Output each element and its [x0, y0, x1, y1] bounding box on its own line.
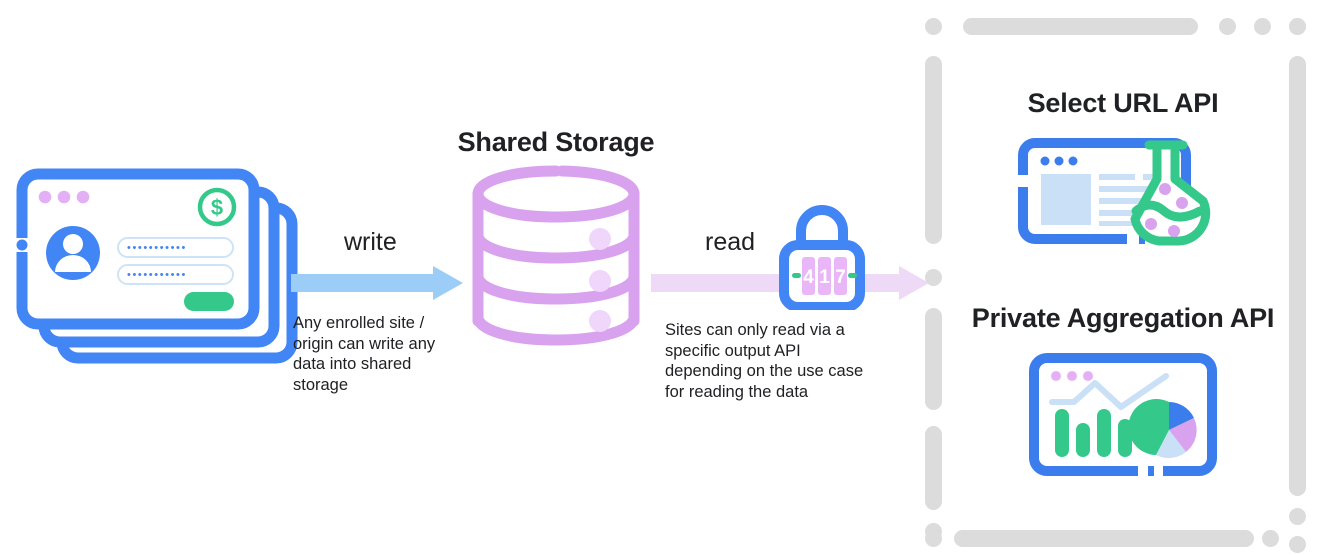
select-url-api-card[interactable]: Select URL API	[921, 88, 1325, 252]
lock-digit-1: 4	[803, 267, 814, 288]
combination-lock-icon: 4 1 7	[776, 200, 868, 315]
panel-border-dash	[1289, 56, 1306, 496]
lock-digit-3: 7	[835, 267, 846, 288]
panel-border-dash	[1289, 536, 1306, 553]
browser-windows-stack-icon: $ ••••••••••• •••••••••••	[14, 166, 299, 366]
svg-text:•••••••••••: •••••••••••	[127, 242, 187, 254]
output-apis-panel: Select URL API	[921, 8, 1325, 553]
write-caption-line: data into shared	[293, 355, 412, 373]
panel-border-dash	[1254, 18, 1271, 35]
private-aggregation-api-card[interactable]: Private Aggregation API	[921, 303, 1325, 482]
read-caption-line: depending on the use case	[665, 362, 864, 380]
panel-border-dash	[1262, 530, 1279, 547]
panel-border-dash	[925, 269, 942, 286]
read-caption-line: for reading the data	[665, 382, 809, 401]
write-arrow-label: write	[344, 228, 397, 256]
write-caption: Any enrolled site / origin can write any…	[293, 313, 469, 395]
select-url-api-title: Select URL API	[1027, 88, 1219, 118]
panel-border-dash	[1289, 508, 1306, 525]
panel-border-dash	[925, 308, 942, 410]
write-caption-line: Any enrolled site /	[293, 314, 425, 332]
browser-charts-icon	[1028, 352, 1218, 482]
private-aggregation-api-title: Private Aggregation API	[971, 303, 1275, 333]
read-caption: Sites can only read via a specific outpu…	[665, 320, 900, 402]
panel-border-dash	[925, 18, 942, 35]
panel-border-dash	[1289, 18, 1306, 35]
panel-border-dash	[963, 18, 1198, 35]
read-arrow-label: read	[705, 228, 756, 256]
write-caption-line: storage	[293, 375, 349, 394]
write-caption-line: origin can write any	[293, 334, 436, 353]
lock-digit-2: 1	[819, 267, 830, 288]
database-cylinder-icon	[466, 163, 646, 363]
browser-flask-icon	[1017, 137, 1230, 252]
panel-border-dash	[925, 530, 942, 547]
read-caption-line: Sites can only read via a	[665, 321, 845, 339]
panel-border-dash	[954, 530, 1254, 547]
svg-text:•••••••••••: •••••••••••	[127, 269, 187, 281]
read-caption-line: specific output API	[665, 341, 801, 360]
shared-storage-title: Shared Storage	[457, 127, 655, 157]
write-arrow-icon	[291, 266, 463, 305]
panel-border-dash	[1219, 18, 1236, 35]
svg-text:$: $	[211, 195, 223, 220]
panel-border-dash	[925, 426, 942, 510]
panel-border-dash	[925, 56, 942, 244]
